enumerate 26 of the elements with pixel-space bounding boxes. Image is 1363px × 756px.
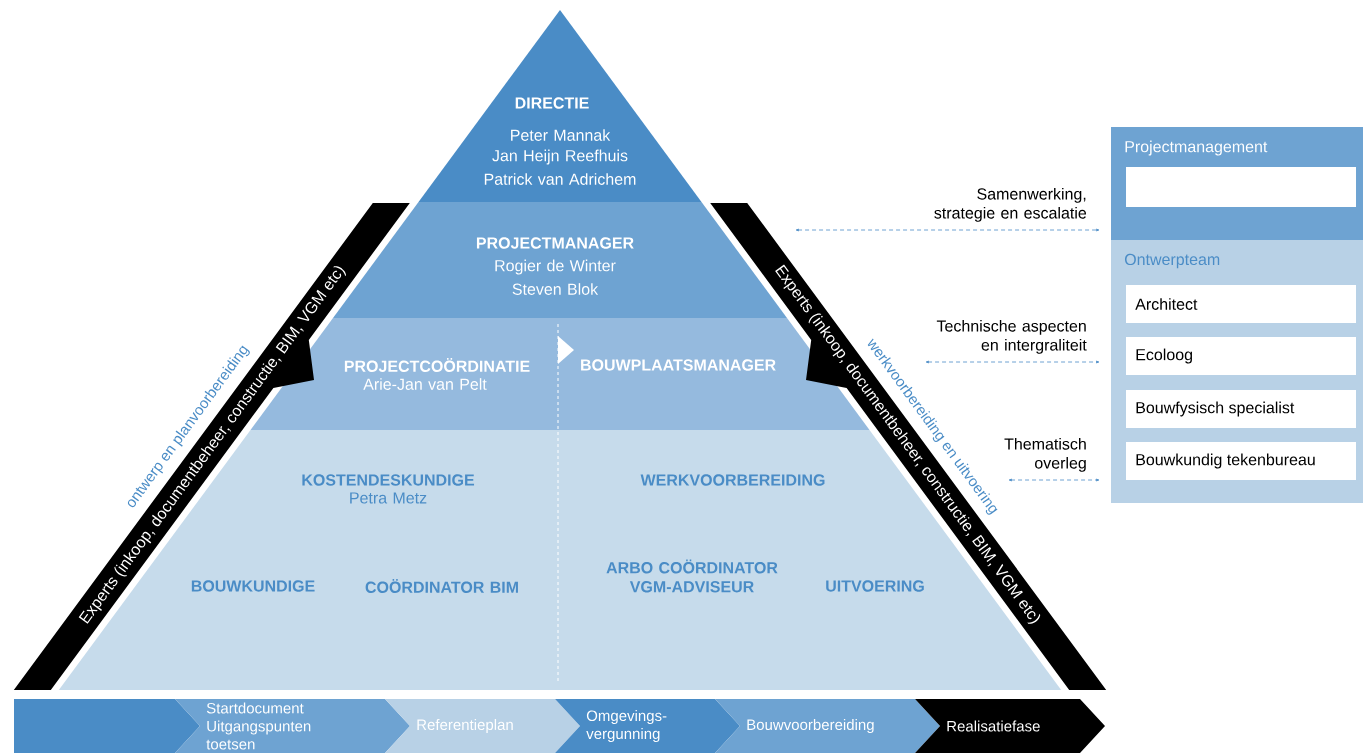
double-arrow: [1008, 478, 1100, 482]
double-arrow: [795, 228, 1100, 232]
phase-step: [14, 699, 200, 753]
role-heading: DIRECTIE: [515, 97, 589, 109]
person-name: Jan Heijn Reefhuis: [492, 149, 628, 165]
phase-step: Bouwvoorbereiding: [715, 699, 940, 753]
phase-step: Startdocument Uitgangspunten toetsen: [175, 699, 410, 753]
member-box: [1126, 167, 1356, 207]
role-heading: PROJECTMANAGER: [476, 237, 634, 249]
phase-step: Omgevings- vergunning: [555, 699, 740, 753]
person-name: Peter Mannak: [511, 129, 611, 141]
role-heading: UITVOERING: [826, 580, 924, 592]
double-arrow: [925, 360, 1100, 364]
member-box: Ecoloog: [1126, 337, 1356, 375]
edge-label: Technische aspecten en intergraliteit: [936, 319, 1087, 354]
member-box: Bouwkundig tekenbureau: [1126, 442, 1356, 480]
person-name: Rogier de Winter: [495, 259, 616, 275]
pyramid-band: [418, 10, 702, 202]
member-box: Architect: [1126, 285, 1356, 323]
member-box: Bouwfysisch specialist: [1126, 390, 1356, 428]
phase-step: Referentieplan: [385, 699, 580, 753]
edge-label: Thematisch overleg: [1004, 437, 1086, 472]
phase-step: Realisatiefase: [915, 699, 1105, 753]
person-name: Patrick van Adrichem: [484, 173, 636, 185]
person-name: Steven Blok: [512, 283, 599, 295]
role-heading: BOUWKUNDIGE: [191, 580, 315, 592]
